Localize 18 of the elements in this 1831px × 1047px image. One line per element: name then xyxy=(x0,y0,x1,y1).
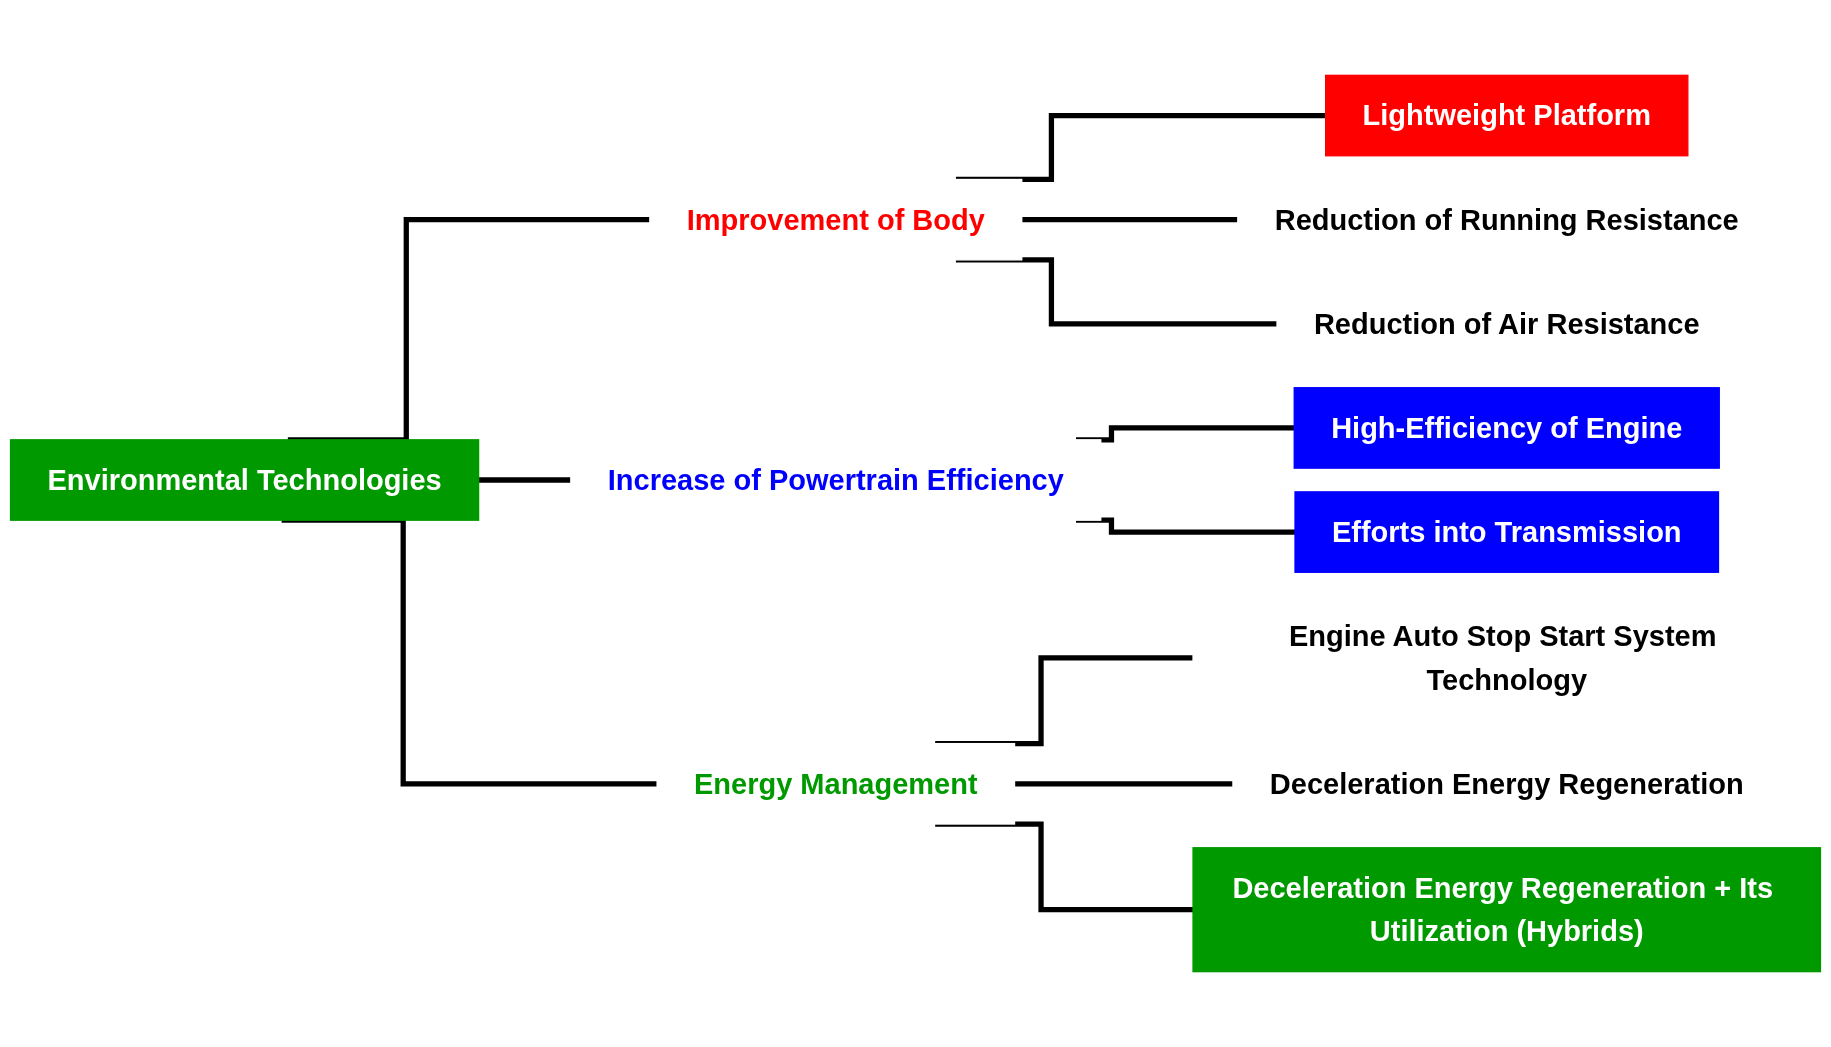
connector xyxy=(1076,517,1295,535)
node-box: Environmental Technologies xyxy=(9,439,480,521)
node-text: Reduction of Running Resistance xyxy=(1274,203,1739,237)
connector xyxy=(1076,425,1295,443)
node-box: Lightweight Platform xyxy=(1325,74,1689,157)
connector xyxy=(955,112,1326,183)
node-box: Deceleration Energy Regeneration + Its Utilization (Hybrids) xyxy=(1192,847,1822,973)
node-box: Efforts into Transmission xyxy=(1294,491,1720,573)
node-text: Engine Auto Stop Start System Technology xyxy=(1288,619,1717,697)
connector xyxy=(1021,217,1238,223)
node-box: High-Efficiency of Engine xyxy=(1293,387,1720,469)
connector xyxy=(935,821,1194,913)
node-text: Reduction of Air Resistance xyxy=(1313,307,1700,341)
connector xyxy=(1014,781,1233,787)
connector xyxy=(478,477,571,483)
node-text: Deceleration Energy Regeneration xyxy=(1269,767,1744,801)
connector xyxy=(935,655,1194,747)
connector xyxy=(955,257,1277,327)
